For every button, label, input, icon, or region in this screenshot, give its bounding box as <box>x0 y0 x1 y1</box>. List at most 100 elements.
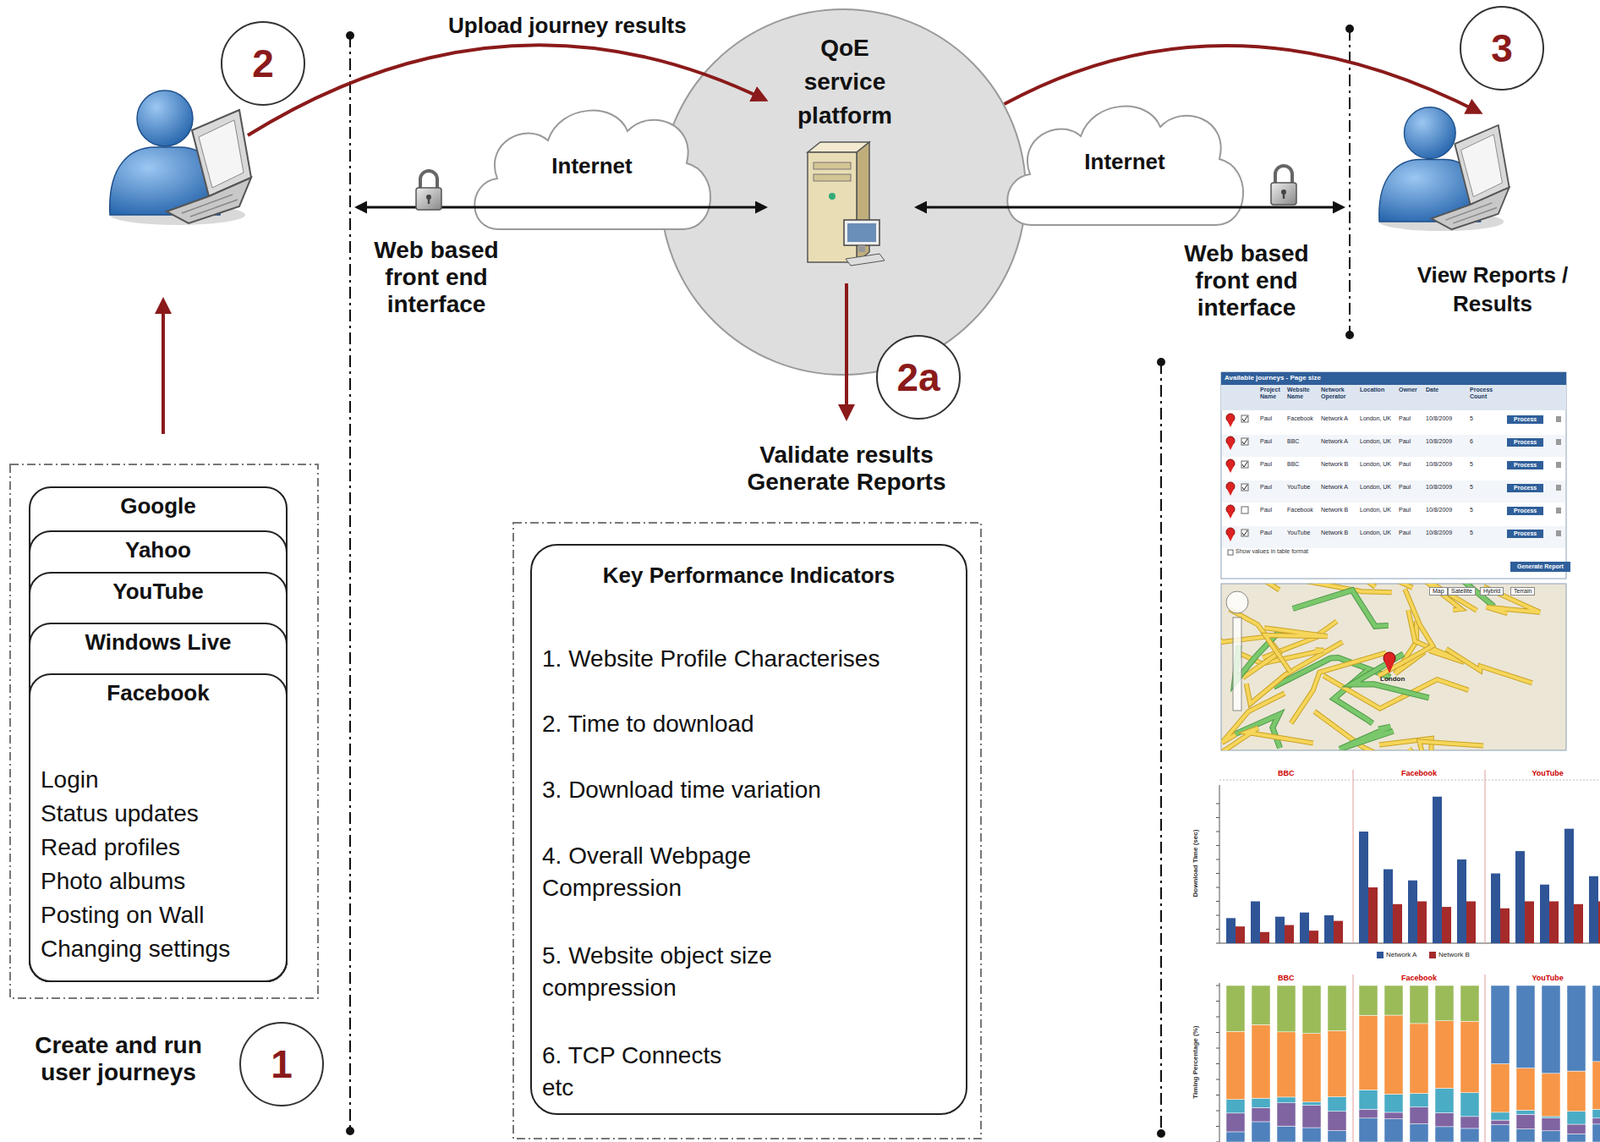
chart-mark <box>1353 974 1354 1142</box>
screenshot-text: 10/8/2009 <box>1425 506 1453 514</box>
screenshot-text: Download Time (sec) <box>1191 828 1200 897</box>
node-title: Facebook <box>30 679 286 707</box>
node-item: Photo albums <box>40 864 186 899</box>
chart-mark <box>1260 931 1270 943</box>
chart-mark <box>1216 985 1220 987</box>
chart-mark <box>1216 1110 1220 1112</box>
chart-mark <box>1302 1101 1321 1106</box>
checkbox <box>1241 460 1249 468</box>
chart-mark <box>1265 583 1392 592</box>
chart-mark <box>1567 985 1586 1071</box>
chart-mark <box>1435 1020 1454 1089</box>
screenshot-text: Network B <box>1320 506 1348 514</box>
screenshot-text: Facebook <box>1401 973 1437 982</box>
chart-mark <box>1541 985 1561 1074</box>
chart-mark <box>1227 511 1234 519</box>
chart-mark <box>1466 901 1476 944</box>
chart-mark <box>1384 1014 1403 1094</box>
node-title: Internet <box>997 148 1252 176</box>
screenshot-text: Generate Report <box>1510 561 1571 572</box>
chart-mark <box>1417 901 1427 944</box>
map-control <box>1232 617 1242 711</box>
chart-mark <box>1417 583 1477 611</box>
chart-mark <box>1541 1130 1561 1142</box>
chart-mark <box>1276 1102 1296 1126</box>
chart-mark <box>1598 901 1600 944</box>
screenshot-text: 10/8/2009 <box>1425 460 1453 468</box>
chart-mark <box>1216 1094 1220 1096</box>
chart-mark <box>1358 1014 1378 1090</box>
chart-mark <box>1490 1112 1510 1120</box>
kpi-box: Key Performance Indicators1. Website Pro… <box>530 543 968 1115</box>
chart-mark <box>1435 1088 1454 1113</box>
chart-mark <box>1216 816 1220 818</box>
chart-mark <box>1302 1127 1321 1142</box>
chart-mark <box>1324 915 1334 943</box>
chart-mark <box>1358 1108 1378 1118</box>
screenshot-text: Paul <box>1260 460 1272 468</box>
screenshot-text: London, UK <box>1359 483 1392 491</box>
node-title: 3 <box>1490 28 1513 68</box>
chart-mark <box>1327 1111 1347 1131</box>
node-title: Internet <box>465 153 719 180</box>
chart-mark <box>1408 740 1484 751</box>
chart-mark <box>1284 925 1294 943</box>
chart-mark <box>1327 1096 1347 1112</box>
screenshot-text: Paul <box>1260 415 1272 422</box>
chart-mark <box>1219 779 1352 781</box>
journey-card: FacebookLoginStatus updatesRead profiles… <box>28 673 288 982</box>
chart-mark <box>1556 438 1562 445</box>
node-title: 2 <box>252 43 274 83</box>
chart-mark <box>1592 1123 1600 1142</box>
divider-line <box>1160 361 1162 1134</box>
chart-mark <box>1242 484 1248 490</box>
screenshot-text: Network A <box>1320 415 1348 422</box>
screenshot-text: Network A <box>1320 438 1348 445</box>
chart-mark <box>1516 985 1535 1069</box>
chart-mark <box>1567 1070 1586 1112</box>
screenshot-text: Paul <box>1260 529 1272 537</box>
chart-mark <box>1293 590 1389 627</box>
chart-mark <box>1384 1112 1403 1119</box>
screenshot-text: Date <box>1425 386 1460 394</box>
chart-mark <box>1309 930 1319 943</box>
chart-mark <box>1556 416 1562 422</box>
legend-entry: Network A <box>1376 950 1417 959</box>
screenshot-text: Process <box>1506 438 1544 447</box>
screenshot-text: YouTube <box>1532 768 1564 778</box>
platform-circle: QoE service platform <box>659 8 1027 376</box>
chart-mark <box>1221 526 1566 548</box>
chart-mark <box>1242 530 1248 536</box>
screenshot-text: BBC <box>1277 768 1295 778</box>
callout-number: 2 <box>220 21 306 106</box>
screenshot-text: Facebook <box>1287 506 1314 514</box>
chart-mark <box>1484 974 1486 1142</box>
callout-number: 2a <box>876 334 961 420</box>
screenshot-text: Paul <box>1398 460 1411 468</box>
chart-mark <box>1457 859 1467 943</box>
divider-dot <box>1156 357 1166 367</box>
screenshot-text: Facebook <box>1287 415 1314 422</box>
user-icon <box>1379 107 1510 231</box>
screenshot-text: Paul <box>1398 438 1411 445</box>
chart-mark <box>1435 985 1454 1021</box>
user-icon <box>109 90 252 225</box>
node-item: Login <box>40 762 99 797</box>
node-item: Status updates <box>40 796 199 831</box>
node-item: Changing settings <box>40 931 231 966</box>
chart-mark <box>1226 917 1236 943</box>
chart-mark <box>1592 1117 1600 1124</box>
chart-mark <box>1516 1128 1535 1142</box>
chart-mark <box>1216 1141 1220 1142</box>
checkbox <box>1241 506 1249 514</box>
callout-number: 1 <box>239 1021 324 1107</box>
node-title: View Reports / Results <box>1386 260 1599 318</box>
chart-mark <box>1216 928 1220 930</box>
node-item: Posting on Wall <box>40 898 205 932</box>
chart-mark <box>1556 484 1562 491</box>
screenshot-text: 10/8/2009 <box>1425 438 1453 445</box>
chart-mark <box>1556 461 1562 468</box>
chart-mark <box>1567 1133 1586 1142</box>
chart-mark <box>1251 1121 1271 1142</box>
group-frame <box>513 522 981 1139</box>
